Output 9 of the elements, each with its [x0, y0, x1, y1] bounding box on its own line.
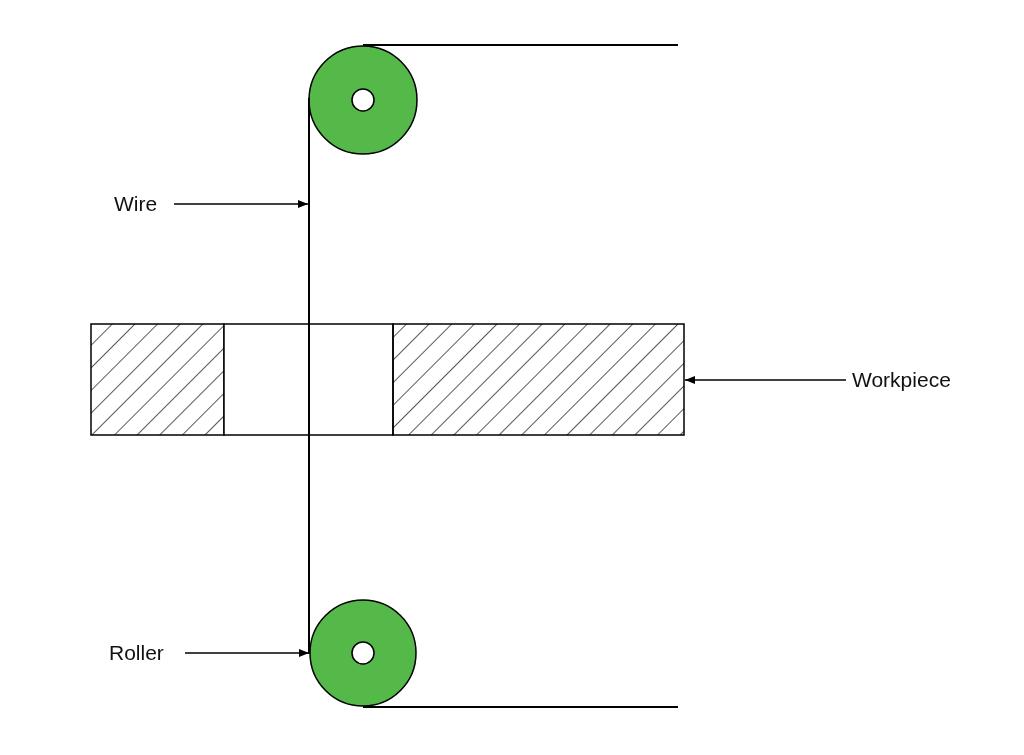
leader-arrow [184, 649, 310, 657]
leader-arrow [173, 200, 309, 208]
wire-line [308, 98, 310, 654]
roller-drawing [309, 599, 417, 707]
part-label: Roller [109, 639, 179, 667]
workpiece-block [90, 323, 685, 436]
leader-arrow [684, 376, 847, 384]
part-label: Wire [114, 190, 168, 218]
part-label: Workpiece [852, 366, 974, 394]
